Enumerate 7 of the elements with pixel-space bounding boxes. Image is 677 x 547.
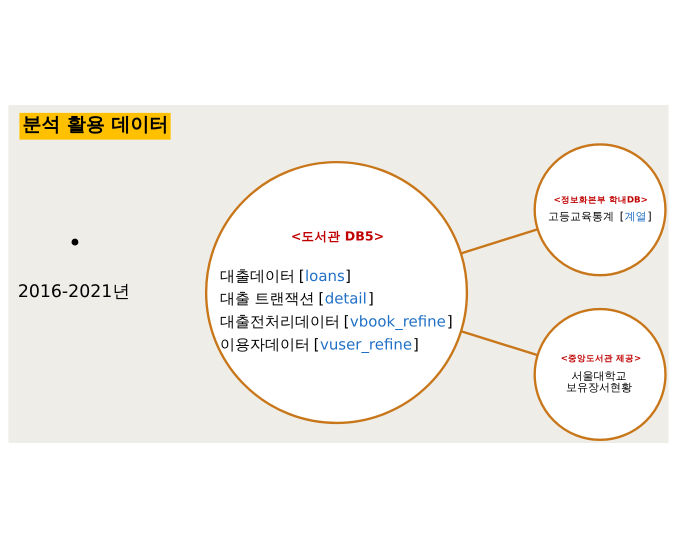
node-circle: <정보화본부 학내DB> 고등교육통계 [계열] — [534, 142, 667, 276]
label: 2016-2021년 — [18, 281, 130, 302]
node-circle: <중앙도서관 제공> 서울대학교 보유장서현황 — [534, 307, 667, 441]
diagram-title: 분석 활용 데이터 — [22, 112, 169, 135]
connector — [460, 228, 538, 254]
connector — [461, 330, 538, 356]
node-circle: <도서관 DB5> 대출데이터 [loans] 대출 트랜잭션 [detail] 대출전처리데이터 [vbook_refine] 이용자데이터 [vuser_refine] — [204, 160, 468, 424]
